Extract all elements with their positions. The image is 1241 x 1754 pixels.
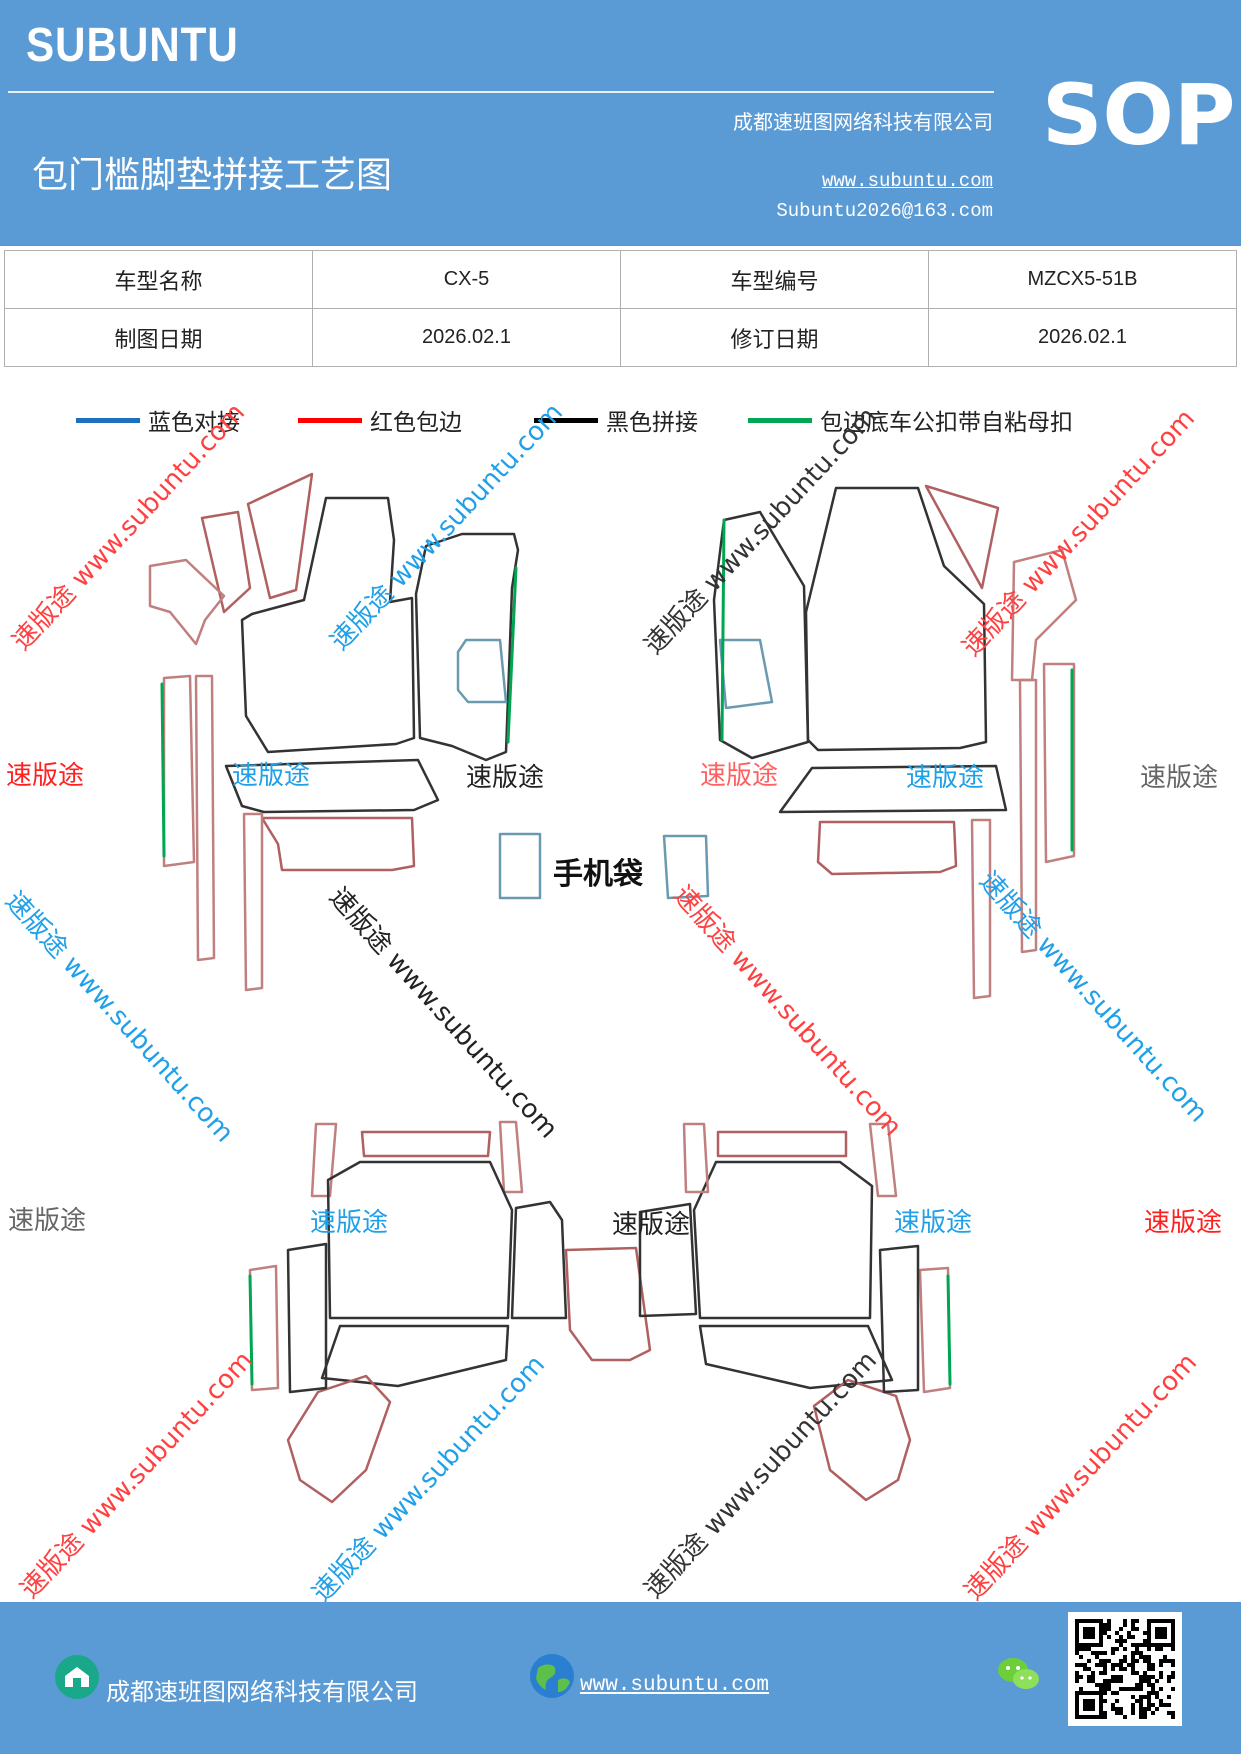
- legend-swatch: [298, 417, 362, 423]
- email-address: Subuntu2026@163.com: [776, 200, 993, 222]
- model-code-label: 车型编号: [620, 250, 929, 309]
- qr-code-icon[interactable]: [1068, 1612, 1182, 1726]
- legend-item-red: 红色包边: [298, 405, 462, 436]
- draw-date-value: 2026.02.1: [312, 308, 621, 367]
- legend-item-blue: 蓝色对接: [76, 405, 240, 436]
- watermark: 速版途: [6, 761, 85, 791]
- website-link[interactable]: www.subuntu.com: [821, 170, 993, 192]
- legend-item-black: 黑色拼接: [534, 405, 698, 436]
- watermark: 速版途: [700, 761, 779, 791]
- legend-item-green: 包边底车公扣带自粘母扣: [748, 405, 1073, 436]
- model-name-value: CX-5: [312, 250, 621, 309]
- floor-mat-pattern-drawing: [148, 472, 1078, 1504]
- phone-bag-label: 手机袋: [553, 857, 643, 892]
- watermark: 速版途: [1144, 1208, 1223, 1238]
- table-row: 制图日期 2026.02.1 修订日期 2026.02.1: [4, 308, 1237, 367]
- header-bar: SUBUNTU 包门槛脚垫拼接工艺图 成都速班图网络科技有限公司 www.sub…: [0, 0, 1241, 246]
- table-row: 车型名称 CX-5 车型编号 MZCX5-51B: [4, 250, 1237, 309]
- watermark: 速版途: [612, 1210, 691, 1240]
- watermark: 速版途: [1140, 763, 1219, 793]
- building-icon: [55, 1655, 99, 1699]
- model-name-label: 车型名称: [4, 250, 313, 309]
- footer-company-name: 成都速班图网络科技有限公司: [106, 1678, 418, 1706]
- legend-swatch: [748, 417, 812, 423]
- globe-icon: [530, 1654, 574, 1698]
- revise-date-value: 2026.02.1: [928, 308, 1237, 367]
- watermark: 速版途: [894, 1208, 973, 1238]
- legend-swatch: [534, 417, 598, 423]
- watermark: 速版途: [310, 1208, 389, 1238]
- rear-mat: [248, 1120, 952, 1504]
- footer-website-link[interactable]: www.subuntu.com: [580, 1674, 770, 1697]
- legend-label: 红色包边: [370, 410, 462, 436]
- sop-badge: SOP: [1042, 66, 1236, 164]
- vehicle-info-table: 车型名称 CX-5 车型编号 MZCX5-51B 制图日期 2026.02.1 …: [4, 250, 1237, 367]
- legend-label: 黑色拼接: [606, 410, 698, 436]
- wechat-icon: [998, 1658, 1039, 1689]
- legend-swatch: [76, 417, 140, 423]
- company-name: 成都速班图网络科技有限公司: [733, 110, 993, 134]
- legend-label: 包边底车公扣带自粘母扣: [820, 410, 1073, 436]
- footer-bar: [0, 1602, 1241, 1754]
- document-title: 包门槛脚垫拼接工艺图: [32, 155, 393, 196]
- brand-logo: SUBUNTU: [26, 19, 239, 72]
- revise-date-label: 修订日期: [620, 308, 929, 367]
- watermark: 速版途: [466, 763, 545, 793]
- front-right-mat: [662, 484, 1078, 1000]
- watermark: 速版途: [906, 763, 985, 793]
- front-left-mat: [148, 472, 542, 992]
- watermark: 速版途: [8, 1206, 87, 1236]
- model-code-value: MZCX5-51B: [928, 250, 1237, 309]
- header-divider: [8, 91, 994, 93]
- draw-date-label: 制图日期: [4, 308, 313, 367]
- legend-label: 蓝色对接: [148, 410, 240, 436]
- watermark: 速版途: [232, 761, 311, 791]
